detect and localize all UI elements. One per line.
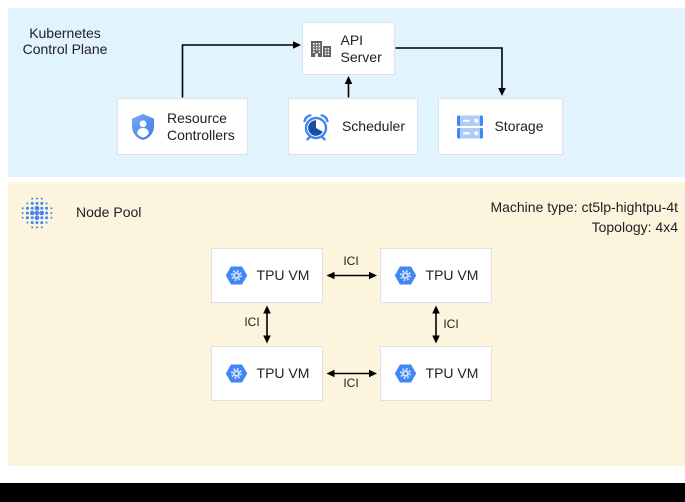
node-pool-title: Node Pool [76, 204, 142, 220]
ici-label-top: ICI [343, 254, 359, 268]
api-server-node: API Server [302, 22, 395, 75]
node-label: TPU VM [425, 267, 479, 283]
tpu-hexagon-icon [394, 265, 417, 286]
tpu-vm-node-3: TPU VM [211, 346, 323, 401]
node-label: TPU VM [256, 365, 310, 381]
tpu-vm-node-4: TPU VM [380, 346, 492, 401]
alarm-clock-icon [301, 112, 331, 142]
bottom-bar [0, 483, 685, 502]
node-pool-panel [8, 182, 685, 466]
tpu-vm-node-2: TPU VM [380, 248, 492, 303]
server-rack-icon [457, 114, 484, 140]
topology-text: Topology: 4x4 [591, 219, 678, 235]
ici-label-right: ICI [443, 317, 459, 331]
node-label: TPU VM [425, 365, 479, 381]
node-label: Scheduler [341, 118, 406, 134]
ici-label-bottom: ICI [343, 376, 359, 390]
storage-node: Storage [438, 98, 563, 155]
ici-label-left: ICI [244, 315, 260, 329]
tpu-hexagon-icon [394, 363, 417, 384]
node-label: TPU VM [256, 267, 310, 283]
tpu-hexagon-icon [225, 363, 248, 384]
resource-controllers-node: Resource Controllers [117, 98, 248, 155]
node-label: Resource Controllers [167, 109, 235, 143]
control-plane-title: Kubernetes Control Plane [22, 25, 108, 57]
tpu-vm-node-1: TPU VM [211, 248, 323, 303]
machine-type-text: Machine type: ct5lp-hightpu-4t [490, 199, 678, 215]
machine-info: Machine type: ct5lp-hightpu-4t Topology:… [490, 197, 678, 237]
node-label: API Server [340, 31, 382, 65]
node-pool-dots-icon [20, 196, 54, 235]
scheduler-node: Scheduler [288, 98, 418, 155]
node-label: Storage [494, 118, 544, 134]
shield-user-icon [130, 113, 156, 141]
building-icon [309, 37, 333, 61]
tpu-hexagon-icon [225, 265, 248, 286]
